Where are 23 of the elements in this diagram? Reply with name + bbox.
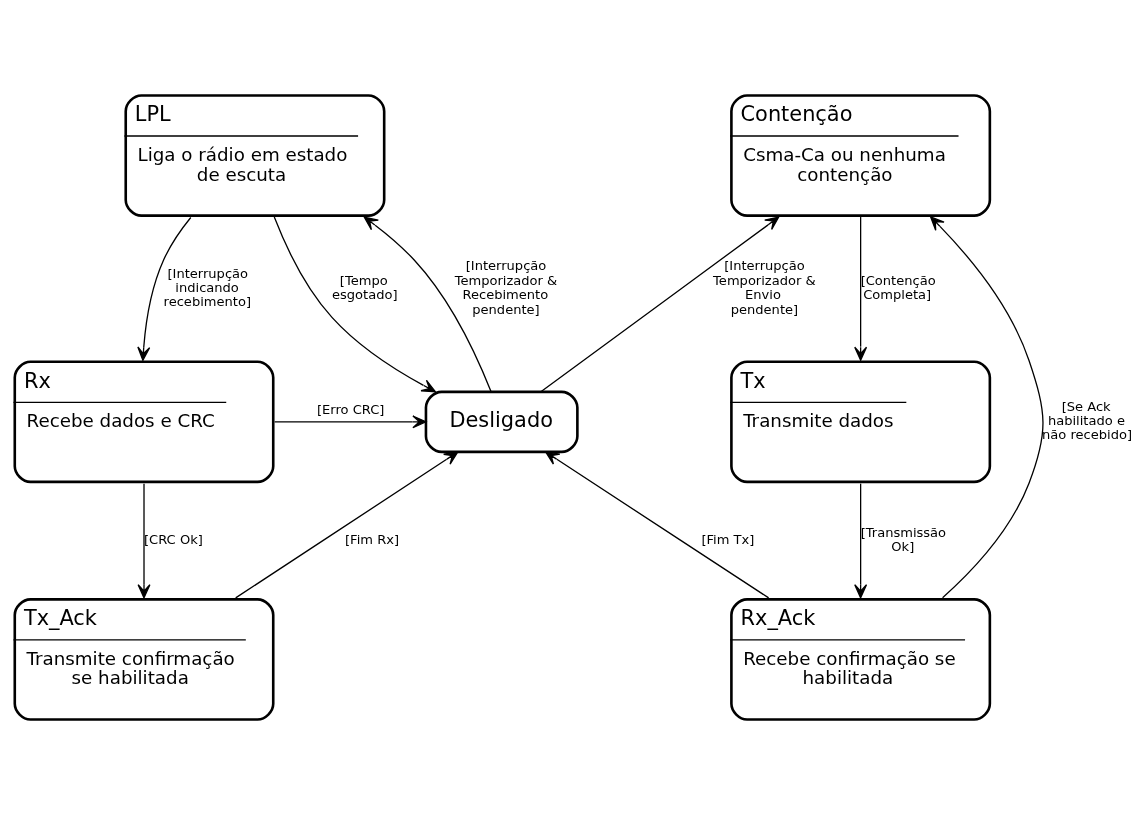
edge-label: [Interrupção Temporizador & Envio pendente]: [713, 257, 816, 317]
edge-label: [Se Ack habilitado e não recebido]: [1042, 398, 1133, 442]
arrow: [930, 215, 1044, 598]
arrow: [137, 482, 151, 598]
arrow: [363, 216, 492, 392]
edge-label: [Interrupção indicando recebimento]: [163, 265, 251, 309]
edge-label: [Contenção Completa]: [860, 272, 936, 302]
arrow: [854, 215, 868, 361]
edge-label: [Fim Rx]: [345, 531, 400, 547]
arrow: [137, 216, 192, 361]
arrow: [545, 450, 770, 599]
arrow: [540, 215, 780, 392]
edge-label: [CRC Ok]: [144, 531, 203, 547]
edge-label: [Fim Tx]: [701, 531, 755, 547]
edge-label: [Interrupção Temporizador & Recebimento pendente]: [454, 257, 558, 317]
arrow: [274, 414, 427, 428]
edge-label: [Tempo esgotado]: [331, 272, 398, 302]
arrow: [273, 215, 436, 392]
arrow: [235, 450, 459, 599]
edge-label: [Erro CRC]: [316, 401, 385, 417]
node-box: Desligado: [424, 390, 579, 453]
edge-label: [Transmissão Ok]: [860, 524, 947, 554]
arrow: [854, 482, 868, 598]
